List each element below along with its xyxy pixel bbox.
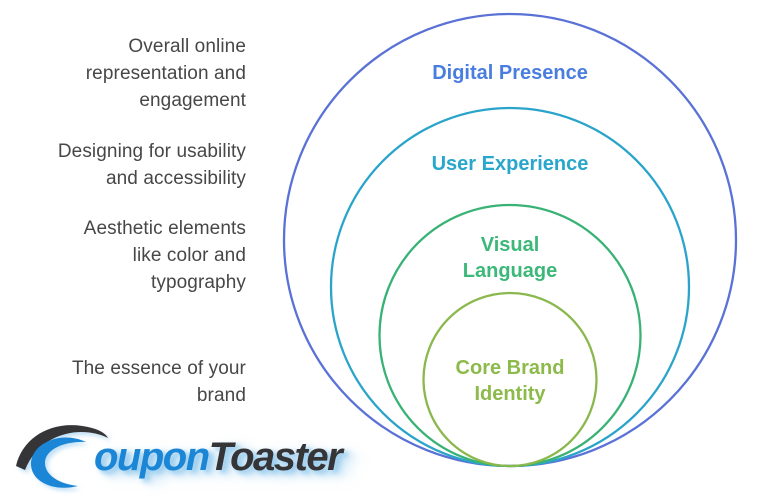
logo-c-crescent-blue	[31, 437, 86, 488]
logo-text-coupon: oupon	[94, 434, 210, 479]
description-core-brand-identity: The essence of your brand	[71, 358, 246, 406]
logo-wordmark: ouponToaster	[94, 434, 343, 480]
coupontoaster-logo: ouponToaster	[14, 420, 343, 488]
label-core-brand-identity-line2: Identity	[474, 383, 546, 405]
description-digital-presence: Overall online representation and engage…	[85, 36, 246, 111]
label-visual-language-line1: Visual	[481, 234, 540, 256]
label-core-brand-identity-line1: Core Brand	[456, 357, 565, 379]
description-visual-language: Aesthetic elements like color and typogr…	[83, 218, 246, 293]
label-digital-presence: Digital Presence	[432, 62, 588, 84]
label-visual-language-line2: Language	[463, 260, 557, 282]
logo-text-toaster: Toaster	[208, 434, 343, 479]
logo-c-icon	[16, 425, 108, 488]
description-user-experience: Designing for usability and accessibilit…	[57, 141, 246, 189]
logo-c-swoosh-dark	[16, 425, 108, 470]
circle-core-brand-identity	[422, 291, 598, 468]
label-user-experience: User Experience	[432, 153, 589, 175]
